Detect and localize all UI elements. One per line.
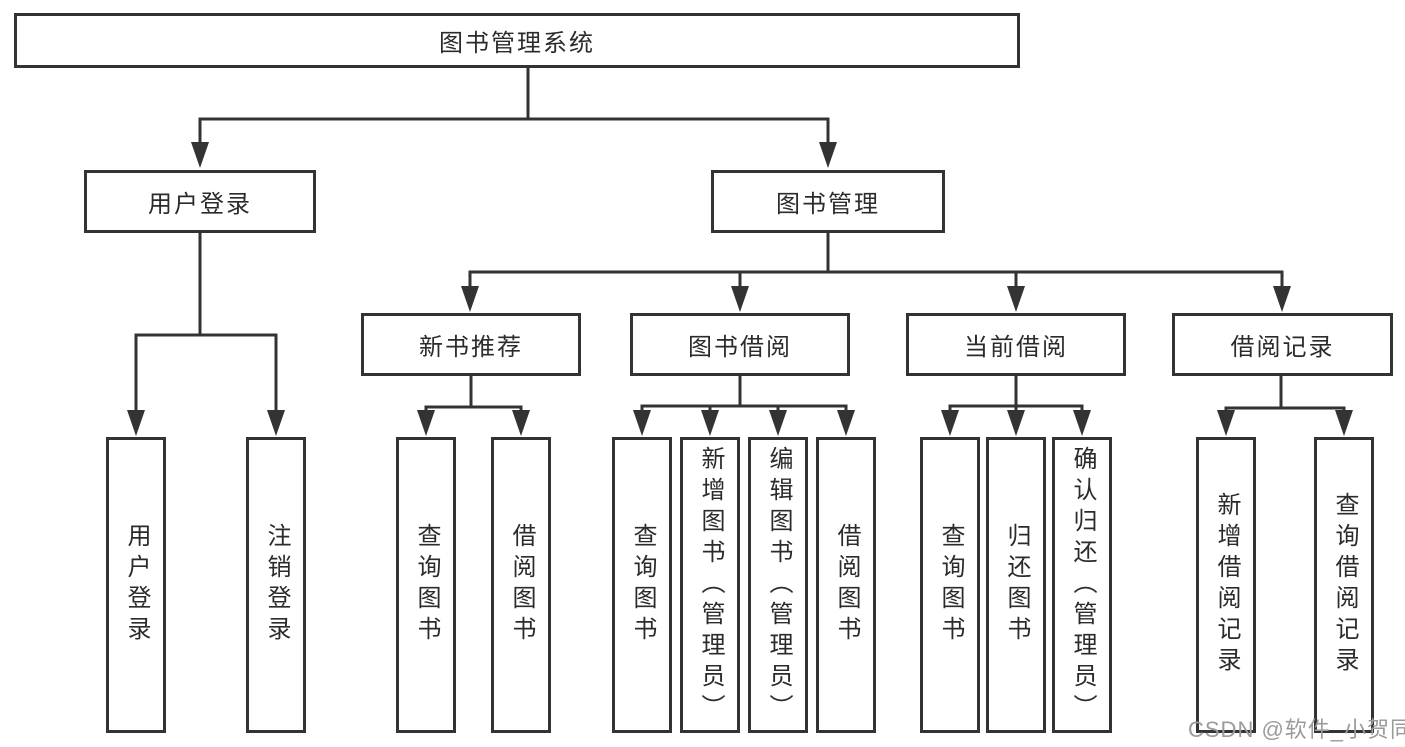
leaf-label: 新增图书（管理员） <box>697 445 724 725</box>
leaf-label: 查询图书 <box>629 523 656 647</box>
leaf-borrow-books-borrow: 借阅图书 <box>816 437 876 733</box>
root-node: 图书管理系统 <box>14 13 1020 68</box>
leaf-label: 查询借阅记录 <box>1331 492 1358 678</box>
leaf-add-book-admin: 新增图书（管理员） <box>680 437 740 733</box>
arrow-down-icon <box>769 410 787 436</box>
leaf-label: 查询图书 <box>413 523 440 647</box>
connector-current-borrow-to-leaves <box>948 374 1084 416</box>
connector-book-borrow-to-leaves <box>640 374 848 416</box>
leaf-edit-book-admin: 编辑图书（管理员） <box>748 437 808 733</box>
leaf-logout: 注销登录 <box>246 437 306 733</box>
arrow-down-icon <box>1273 286 1291 312</box>
branch-book-management: 图书管理 <box>711 170 945 233</box>
group-borrow-records: 借阅记录 <box>1172 313 1393 376</box>
root-node-label: 图书管理系统 <box>439 30 595 57</box>
arrow-down-icon <box>633 410 651 436</box>
leaf-label: 归还图书 <box>1003 523 1030 647</box>
arrow-down-icon <box>1335 410 1353 436</box>
arrow-down-icon <box>461 286 479 312</box>
group-new-book-recommend: 新书推荐 <box>361 313 581 376</box>
leaf-borrow-books-recommend: 借阅图书 <box>491 437 551 733</box>
leaf-query-books-current: 查询图书 <box>920 437 980 733</box>
arrow-down-icon <box>1007 410 1025 436</box>
leaf-confirm-return-admin: 确认归还（管理员） <box>1052 437 1112 733</box>
leaf-user-login: 用户登录 <box>106 437 166 733</box>
arrow-down-icon <box>1073 410 1091 436</box>
arrow-down-icon <box>267 410 285 436</box>
arrow-down-icon <box>1217 410 1235 436</box>
leaf-add-borrow-record: 新增借阅记录 <box>1196 437 1256 733</box>
leaf-label: 编辑图书（管理员） <box>765 445 792 725</box>
arrow-down-icon <box>731 286 749 312</box>
group-book-borrow: 图书借阅 <box>630 313 850 376</box>
arrow-down-icon <box>701 410 719 436</box>
branch-user-login-label: 用户登录 <box>148 191 252 218</box>
leaf-label: 用户登录 <box>123 523 150 647</box>
group-book-borrow-label: 图书借阅 <box>688 334 792 361</box>
connector-book-mgmt-to-level3 <box>468 231 1284 292</box>
leaf-label: 新增借阅记录 <box>1213 492 1240 678</box>
connector-paths <box>134 66 1346 416</box>
arrow-down-icon <box>819 142 837 168</box>
connector-new-book-to-leaves <box>424 374 523 416</box>
arrow-down-icon <box>1007 286 1025 312</box>
leaf-label: 查询图书 <box>937 523 964 647</box>
arrow-down-icon <box>127 410 145 436</box>
leaf-query-borrow-record: 查询借阅记录 <box>1314 437 1374 733</box>
leaf-label: 借阅图书 <box>833 523 860 647</box>
group-borrow-records-label: 借阅记录 <box>1230 334 1335 361</box>
leaf-label: 借阅图书 <box>508 523 535 647</box>
group-current-borrow-label: 当前借阅 <box>964 334 1068 361</box>
leaf-label: 注销登录 <box>263 523 290 647</box>
group-new-book-recommend-label: 新书推荐 <box>419 334 523 361</box>
arrow-down-icon <box>941 410 959 436</box>
connector-root-to-level2 <box>198 66 830 147</box>
arrow-down-icon <box>837 410 855 436</box>
branch-book-management-label: 图书管理 <box>776 191 880 218</box>
arrow-down-icon <box>191 142 209 168</box>
arrow-down-icon <box>512 410 530 436</box>
connector-user-login-to-leaves <box>134 231 278 416</box>
branch-user-login: 用户登录 <box>84 170 316 233</box>
csdn-watermark: CSDN @软件_小贺同学 <box>1188 717 1405 742</box>
leaf-return-book: 归还图书 <box>986 437 1046 733</box>
arrow-down-icon <box>417 410 435 436</box>
group-current-borrow: 当前借阅 <box>906 313 1126 376</box>
arrowheads <box>127 142 1353 436</box>
connector-borrow-records-to-leaves <box>1224 374 1346 416</box>
leaf-label: 确认归还（管理员） <box>1069 445 1096 725</box>
leaf-query-books-borrow: 查询图书 <box>612 437 672 733</box>
leaf-query-books-recommend: 查询图书 <box>396 437 456 733</box>
